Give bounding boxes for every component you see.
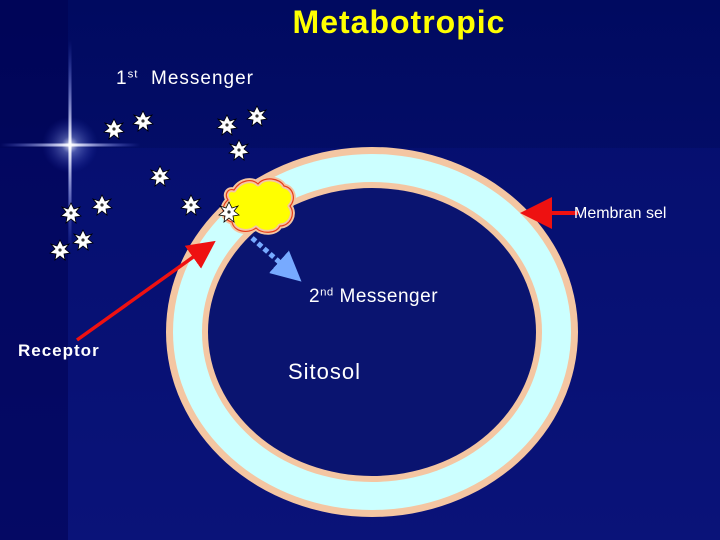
second-messenger-suffix: nd — [320, 286, 334, 299]
second-messenger-arrow — [250, 236, 302, 282]
left-stripe — [0, 0, 68, 540]
first-messenger-number: 1 — [116, 68, 128, 89]
receptor-icon — [220, 176, 296, 235]
second-messenger-label: 2nd Messenger — [309, 286, 438, 308]
receptor-pointer-arrow — [75, 240, 216, 342]
lens-flare-icon — [0, 40, 140, 250]
first-messenger-suffix: st — [127, 68, 139, 81]
cytosol-label: Sitosol — [288, 359, 362, 384]
second-messenger-text: Messenger — [339, 286, 439, 307]
receptor-label: Receptor — [18, 341, 100, 360]
first-messenger-text: Messenger — [151, 68, 255, 89]
membrane-label: Membran sel — [574, 205, 667, 222]
second-messenger-number: 2 — [309, 286, 321, 307]
slide-title: Metabotropic — [292, 4, 506, 40]
first-messenger-label: 1st Messenger — [116, 68, 254, 90]
